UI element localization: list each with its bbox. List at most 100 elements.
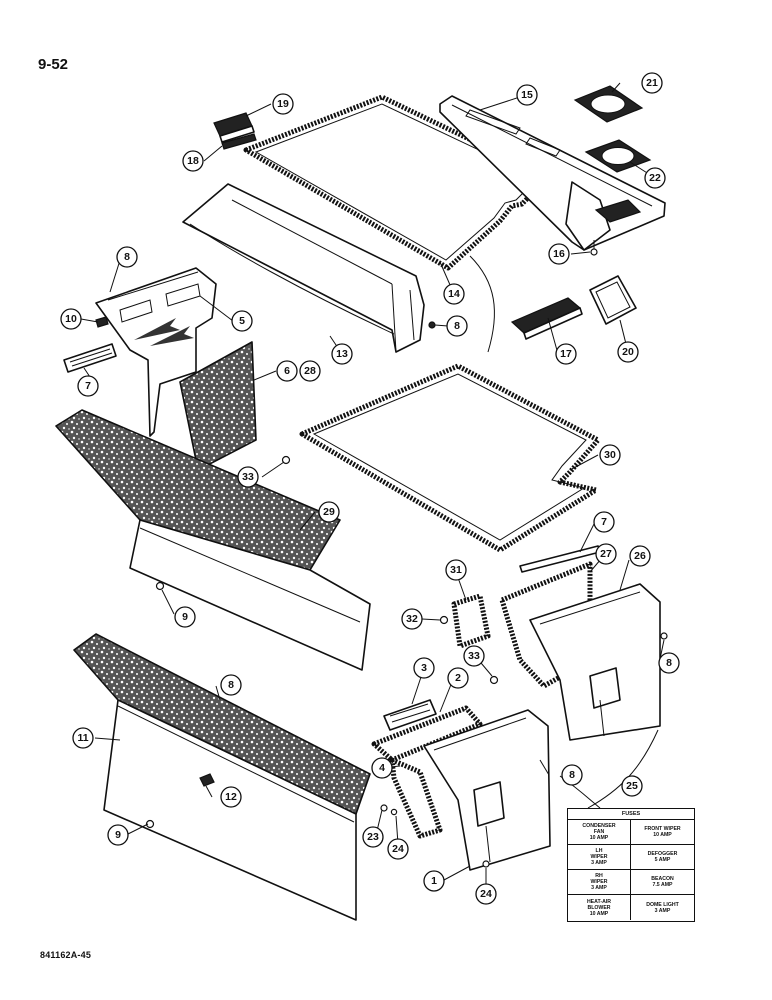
svg-text:2: 2	[455, 672, 461, 684]
fuse-cell: LH WIPER 3 AMP	[568, 845, 631, 870]
seal-4	[389, 757, 443, 839]
headliner-29	[55, 409, 371, 671]
screw-33a	[281, 455, 291, 465]
callout-8b: 8	[446, 315, 468, 337]
clip-12	[199, 773, 215, 787]
headliner-11	[73, 633, 371, 921]
callout-28: 28	[299, 360, 321, 382]
vent-louver-3	[383, 699, 437, 731]
svg-text:27: 27	[600, 548, 612, 560]
callout-8e: 8	[561, 764, 583, 786]
callout-1: 1	[423, 870, 445, 892]
svg-text:8: 8	[569, 769, 575, 781]
svg-text:31: 31	[450, 564, 462, 576]
fuse-chart-grid: CONDENSER FAN 10 AMP FRONT WIPER 10 AMP …	[568, 820, 694, 920]
svg-text:18: 18	[187, 155, 199, 167]
svg-text:17: 17	[560, 348, 572, 360]
screw-24a	[390, 808, 398, 816]
leader-lines	[80, 82, 665, 893]
callout-30: 30	[599, 444, 621, 466]
svg-text:24: 24	[480, 888, 492, 900]
svg-text:14: 14	[448, 288, 460, 300]
callout-5: 5	[231, 310, 253, 332]
svg-text:1: 1	[431, 875, 437, 887]
roof-seal-14	[243, 94, 551, 271]
svg-text:25: 25	[626, 780, 638, 792]
callout-8a: 8	[116, 246, 138, 268]
callout-4: 4	[371, 757, 393, 779]
callout-18: 18	[182, 150, 204, 172]
front-shroud-13	[182, 183, 425, 353]
callout-8d: 8	[220, 674, 242, 696]
fuse-cell: FRONT WIPER 10 AMP	[631, 820, 694, 845]
callout-2: 2	[447, 667, 469, 689]
callout-9a: 9	[174, 606, 196, 628]
callout-8c: 8	[658, 652, 680, 674]
svg-text:22: 22	[649, 172, 661, 184]
svg-text:10: 10	[65, 313, 77, 325]
screw-24b	[482, 860, 490, 868]
svg-text:33: 33	[468, 650, 480, 662]
svg-text:4: 4	[379, 762, 385, 774]
fuse-cell: HEAT-AIR BLOWER 10 AMP	[568, 895, 631, 920]
callout-7a: 7	[77, 375, 99, 397]
fuse-cell: DEFOGGER 5 AMP	[631, 845, 694, 870]
svg-text:15: 15	[521, 89, 533, 101]
svg-text:19: 19	[277, 98, 289, 110]
svg-text:11: 11	[77, 732, 88, 744]
callout-16: 16	[548, 243, 570, 265]
roof-duct-15	[439, 95, 666, 251]
callout-33a: 33	[237, 466, 259, 488]
vent-ring-22	[584, 139, 652, 173]
svg-text:21: 21	[646, 77, 658, 89]
callout-17: 17	[555, 343, 577, 365]
page-number: 9-52	[38, 56, 69, 73]
filter-element-18	[221, 133, 257, 150]
pillar-panel-26	[529, 583, 661, 741]
callout-3: 3	[413, 657, 435, 679]
callout-20: 20	[617, 341, 639, 363]
screw-23	[380, 804, 388, 812]
svg-text:8: 8	[454, 320, 460, 332]
svg-text:24: 24	[392, 843, 404, 855]
floor-seal-30	[299, 363, 601, 553]
svg-text:8: 8	[124, 251, 130, 263]
svg-text:16: 16	[553, 248, 565, 260]
svg-text:12: 12	[225, 791, 237, 803]
dome-lens-20	[589, 275, 637, 325]
callout-24b: 24	[475, 883, 497, 905]
screw-32	[439, 615, 449, 625]
svg-text:8: 8	[228, 679, 234, 691]
callout-10: 10	[60, 308, 82, 330]
callout-9b: 9	[107, 824, 129, 846]
callout-25: 25	[621, 775, 643, 797]
svg-text:20: 20	[622, 346, 634, 358]
svg-text:6: 6	[284, 365, 290, 377]
svg-text:33: 33	[242, 471, 254, 483]
vent-ring-21	[573, 85, 644, 123]
callout-12: 12	[220, 786, 242, 808]
callout-13: 13	[331, 343, 353, 365]
svg-text:9: 9	[115, 829, 121, 841]
svg-text:7: 7	[601, 516, 607, 528]
fuse-chart: FUSES CONDENSER FAN 10 AMP FRONT WIPER 1…	[567, 808, 695, 922]
callout-7b: 7	[593, 511, 615, 533]
seal-31	[451, 593, 491, 649]
assembly-arrows	[134, 318, 194, 346]
svg-text:7: 7	[85, 380, 91, 392]
callout-32: 32	[401, 608, 423, 630]
callout-31: 31	[445, 559, 467, 581]
svg-text:28: 28	[304, 365, 316, 377]
side-panel-5	[95, 267, 217, 437]
screw-8c	[660, 632, 668, 640]
svg-text:3: 3	[421, 662, 427, 674]
filter-element-19	[213, 112, 255, 143]
svg-text:32: 32	[406, 613, 418, 625]
callout-14: 14	[443, 283, 465, 305]
fuse-cell: BEACON 7.5 AMP	[631, 870, 694, 895]
callout-27: 27	[595, 543, 617, 565]
svg-text:8: 8	[666, 657, 672, 669]
fuse-chart-title: FUSES	[568, 809, 694, 820]
callout-29: 29	[318, 501, 340, 523]
